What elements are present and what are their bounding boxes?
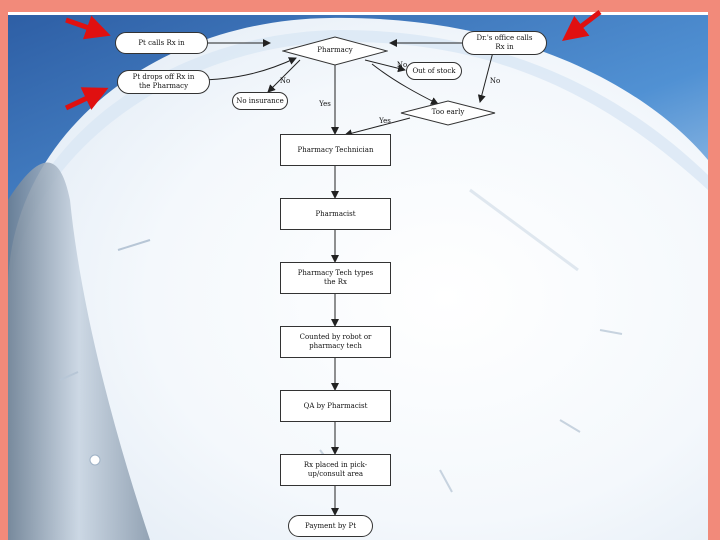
edge-label-no-insurance: No — [279, 77, 291, 85]
node-tech-types-label: Pharmacy Tech types the Rx — [297, 269, 374, 286]
node-no-insurance: No insurance — [232, 92, 288, 110]
node-dr-office: Dr.'s office calls Rx in — [462, 31, 547, 55]
frame-divider-line — [8, 12, 708, 15]
node-pharmacy-technician: Pharmacy Technician — [280, 134, 391, 166]
edge-label-pharmacy-yes: Yes — [319, 100, 331, 108]
node-pt-drops-label: Pt drops off Rx in the Pharmacy — [132, 73, 195, 90]
node-counted: Counted by robot or pharmacy tech — [280, 326, 391, 358]
node-payment: Payment by Pt — [288, 515, 373, 537]
left-frame-bar — [0, 0, 8, 540]
red-arrow-left — [64, 87, 109, 111]
edge-pharmacy-noinsurance — [267, 59, 301, 93]
edge-pharmacy-tooearly — [371, 63, 439, 105]
node-dr-office-label: Dr.'s office calls Rx in — [476, 34, 533, 51]
node-out-of-stock-label: Out of stock — [412, 66, 456, 75]
edge-dr-tooearly — [477, 51, 494, 103]
node-pharmacist-label: Pharmacist — [315, 209, 356, 218]
node-qa-label: QA by Pharmacist — [303, 401, 368, 410]
node-rx-placed: Rx placed in pick-up/consult area — [280, 454, 391, 486]
node-pt-calls-label: Pt calls Rx in — [138, 38, 185, 47]
node-qa: QA by Pharmacist — [280, 390, 391, 422]
node-pharmacy-decision — [282, 36, 388, 66]
node-no-insurance-label: No insurance — [236, 96, 284, 105]
red-arrow-top-left — [65, 15, 111, 40]
node-pharmacy-technician-label: Pharmacy Technician — [297, 145, 374, 154]
node-tech-types: Pharmacy Tech types the Rx — [280, 262, 391, 294]
node-pt-calls: Pt calls Rx in — [115, 32, 208, 54]
node-rx-placed-label: Rx placed in pick-up/consult area — [303, 461, 368, 478]
top-frame-bar — [0, 0, 720, 12]
node-too-early-label: Too early — [431, 108, 465, 116]
edge-label-out-of-stock: No — [396, 61, 408, 69]
edge-tooearly-tech — [344, 117, 411, 138]
node-counted-label: Counted by robot or pharmacy tech — [299, 333, 372, 350]
node-pharmacist: Pharmacist — [280, 198, 391, 230]
edge-pharmacy-outofstock — [364, 59, 406, 73]
node-payment-label: Payment by Pt — [304, 521, 357, 530]
edge-label-too-early-yes: Yes — [379, 117, 391, 125]
red-arrow-top-right — [562, 10, 602, 42]
node-out-of-stock: Out of stock — [406, 62, 462, 80]
node-too-early-decision — [400, 100, 496, 126]
node-pharmacy-label: Pharmacy — [317, 46, 353, 54]
right-frame-bar — [708, 0, 720, 540]
node-pt-drops: Pt drops off Rx in the Pharmacy — [117, 70, 210, 94]
edge-label-too-early: No — [489, 77, 501, 85]
